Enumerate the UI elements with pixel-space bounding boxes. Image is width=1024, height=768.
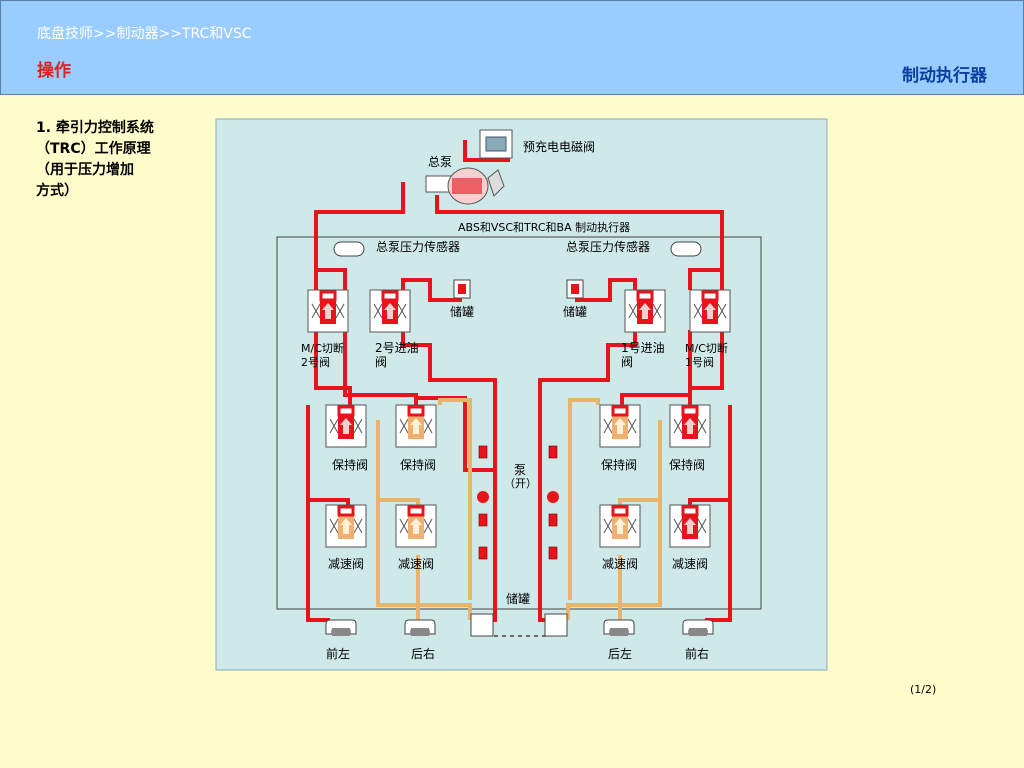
label-inlet-2b: 阀	[375, 355, 387, 369]
actuator-boundary	[276, 236, 762, 610]
label-reduce-1: 减速阀	[328, 557, 364, 571]
reduce-valve-4	[668, 503, 712, 549]
caliper-rear-right	[404, 619, 436, 637]
label-pump-b: （开）	[504, 477, 537, 490]
caliper-front-right	[682, 619, 714, 637]
label-mc-cut-2b: 2号阀	[301, 355, 330, 369]
side-line: （TRC）工作原理	[36, 141, 151, 157]
label-reservoir-bottom: 储罐	[506, 591, 530, 606]
reservoir-bottom-left	[470, 613, 494, 637]
label-sensor-right: 总泵压力传感器	[566, 239, 650, 254]
label-master-cylinder: 总泵	[428, 155, 452, 169]
label-front-left: 前左	[326, 646, 350, 661]
reduce-valve-1	[324, 503, 368, 549]
pressure-lines	[306, 140, 732, 622]
pressure-sensor-right	[670, 241, 702, 257]
side-line: 方式）	[36, 183, 78, 199]
label-solenoid: 预充电电磁阀	[523, 139, 595, 154]
page-heading: 制动执行器	[902, 66, 987, 86]
page-indicator: (1/2)	[910, 683, 937, 696]
label-hold-3: 保持阀	[601, 457, 637, 472]
label-mc-cut-1a: M/C切断	[685, 341, 728, 355]
label-inlet-1a: 1号进油	[621, 341, 665, 355]
label-hold-1: 保持阀	[332, 457, 368, 472]
precharge-solenoid	[479, 129, 513, 159]
label-sensor-left: 总泵压力传感器	[376, 239, 460, 254]
label-reduce-2: 减速阀	[398, 557, 434, 571]
mc-cut-valve-2	[306, 288, 350, 334]
mc-cut-valve-1	[688, 288, 732, 334]
reservoir-right	[566, 279, 584, 299]
label-pump-a: 泵	[514, 463, 526, 477]
pressure-sensor-left	[333, 241, 365, 257]
label-rear-right: 后右	[411, 646, 435, 661]
label-hold-4: 保持阀	[669, 457, 705, 472]
pump-check-valves	[477, 445, 559, 560]
inlet-valve-2	[368, 288, 412, 334]
caliper-rear-left	[603, 619, 635, 637]
label-inlet-2a: 2号进油	[375, 341, 419, 355]
side-line: 1. 牵引力控制系统	[36, 120, 154, 136]
header-bar: 底盘技师>>制动器>>TRC和VSC 操作 制动执行器	[0, 0, 1024, 95]
inlet-valve-1	[623, 288, 667, 334]
breadcrumb[interactable]: 底盘技师>>制动器>>TRC和VSC	[37, 26, 252, 42]
side-line: （用于压力增加	[36, 162, 134, 178]
label-hold-2: 保持阀	[400, 457, 436, 472]
reservoir-left	[453, 279, 471, 299]
label-inlet-1b: 阀	[621, 355, 633, 369]
hold-valve-1	[324, 403, 368, 449]
caliper-front-left	[325, 619, 357, 637]
reduce-valve-2	[394, 503, 438, 549]
label-rear-left: 后左	[608, 646, 632, 661]
label-front-right: 前右	[685, 646, 709, 661]
reduce-valve-3	[598, 503, 642, 549]
label-reservoir-right: 储罐	[563, 304, 587, 319]
label-actuator: ABS和VSC和TRC和BA 制动执行器	[458, 220, 630, 234]
label-reservoir-left: 储罐	[450, 304, 474, 319]
return-lines	[376, 398, 662, 620]
master-cylinder	[425, 167, 505, 205]
hold-valve-4	[668, 403, 712, 449]
hold-valve-2	[394, 403, 438, 449]
label-reduce-3: 减速阀	[602, 557, 638, 571]
hold-valve-3	[598, 403, 642, 449]
reservoir-bottom-right	[544, 613, 568, 637]
label-mc-cut-1b: 1号阀	[685, 355, 714, 369]
side-description: 1. 牵引力控制系统 （TRC）工作原理 （用于压力增加 方式）	[36, 118, 154, 202]
section-title: 操作	[37, 61, 71, 81]
label-reduce-4: 减速阀	[672, 557, 708, 571]
label-mc-cut-2a: M/C切断	[301, 341, 344, 355]
